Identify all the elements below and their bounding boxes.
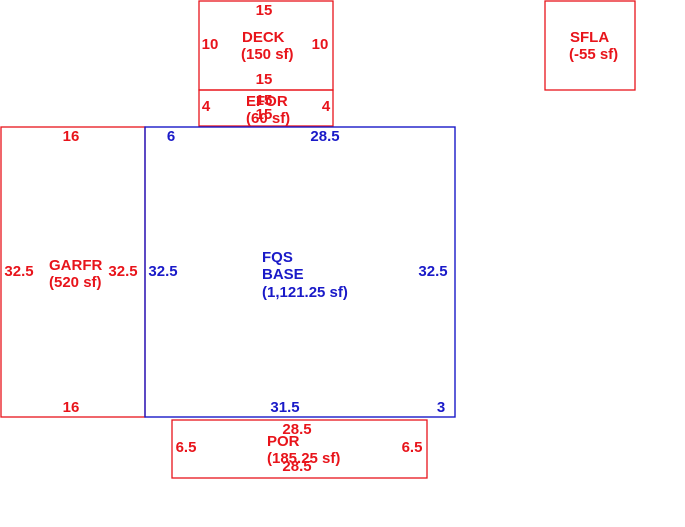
base-label-line2: BASE: [262, 266, 304, 283]
garfr-dim-left: 32.5: [4, 263, 33, 280]
base-dim-right: 32.5: [418, 263, 447, 280]
base-area[interactable]: 6 28.5 32.5 32.5 FQS BASE (1,121.25 sf) …: [144, 126, 456, 418]
por-dim-right: 6.5: [402, 439, 423, 456]
base-dim-bottom-right: 3: [437, 399, 445, 416]
efor-outline: [198, 89, 334, 127]
sfla-outline: [544, 0, 636, 91]
deck-area[interactable]: 15 10 10 DECK (150 sf) 15: [198, 0, 334, 91]
garfr-dim-top: 16: [63, 128, 80, 145]
efor-dim-left: 4: [202, 98, 211, 115]
por-area[interactable]: 28.5 POR 6.5 6.5 (185.25 sf) 28.5: [171, 419, 428, 479]
deck-dim-right: 10: [312, 36, 329, 53]
sfla-area[interactable]: SFLA (-55 sf): [544, 0, 636, 91]
por-dim-top: 28.5: [282, 421, 311, 438]
por-label: POR: [267, 433, 300, 450]
base-outline: [144, 126, 456, 418]
garfr-area-value: (520 sf): [49, 274, 102, 291]
deck-dim-top: 15: [256, 2, 273, 19]
base-label-line1: FQS: [262, 249, 293, 266]
deck-label: DECK: [242, 29, 285, 46]
efor-dim-top: 15: [256, 92, 273, 109]
por-outline: [171, 419, 428, 479]
por-dim-bottom: 28.5: [282, 458, 311, 475]
base-dim-top-left: 6: [167, 128, 175, 145]
deck-dim-left: 10: [202, 36, 219, 53]
por-dim-left: 6.5: [176, 439, 197, 456]
base-dim-left: 32.5: [148, 263, 177, 280]
por-area-value: (185.25 sf): [267, 450, 340, 467]
sfla-label: SFLA: [570, 29, 609, 46]
base-area-value: (1,121.25 sf): [262, 284, 348, 301]
deck-dim-bottom: 15: [256, 71, 273, 88]
base-dim-bottom: 31.5: [270, 399, 299, 416]
efor-area-value: (60 sf): [246, 110, 290, 127]
efor-dim-bottom: 15: [256, 106, 273, 123]
garfr-dim-right: 32.5: [108, 263, 137, 280]
garfr-dim-bottom: 16: [63, 399, 80, 416]
efor-area[interactable]: 4 4 EFOR 15 15 (60 sf): [198, 89, 334, 127]
efor-label: EFOR: [246, 93, 288, 110]
deck-area-value: (150 sf): [241, 46, 294, 63]
efor-dim-right: 4: [322, 98, 331, 115]
garfr-area[interactable]: 16 32.5 GARFR 32.5 (520 sf) 16: [0, 126, 146, 418]
base-dim-top: 28.5: [310, 128, 339, 145]
sfla-area-value: (-55 sf): [569, 46, 618, 63]
garfr-label: GARFR: [49, 257, 102, 274]
